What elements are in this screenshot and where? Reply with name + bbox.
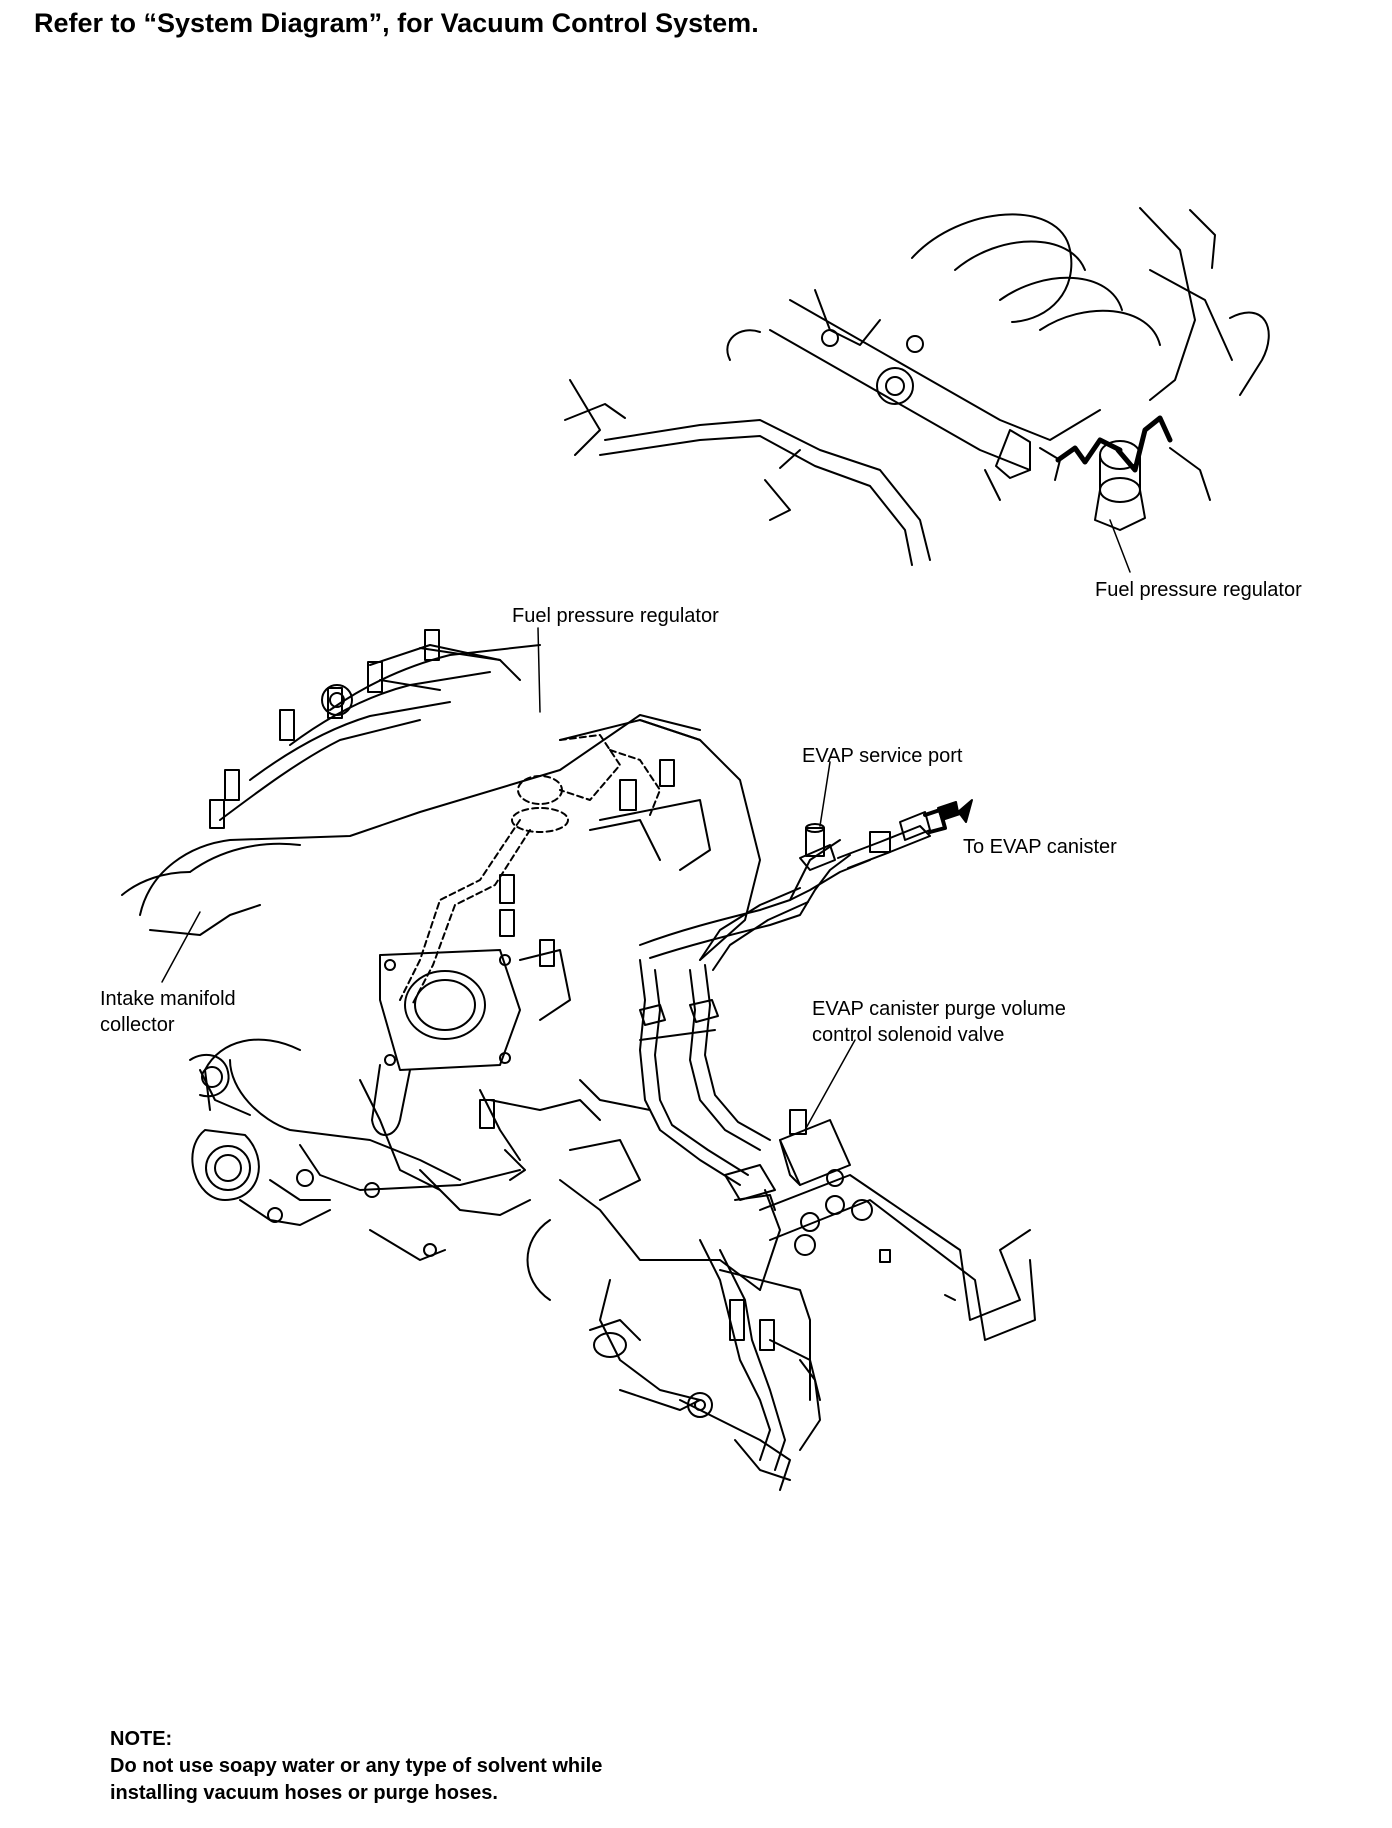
leader-lines bbox=[161, 627, 856, 1131]
note-title: NOTE: bbox=[110, 1728, 173, 1750]
note-block: NOTE: Do not use soapy water or any type… bbox=[110, 1726, 602, 1807]
purge-label-line-2: control solenoid valve bbox=[812, 1024, 1005, 1046]
fuel-pressure-regulator-label: Fuel pressure regulator bbox=[512, 605, 719, 627]
intake-label-line-2: collector bbox=[100, 1014, 175, 1036]
to-evap-canister-label: To EVAP canister bbox=[963, 836, 1117, 858]
note-line-1: Do not use soapy water or any type of so… bbox=[110, 1755, 603, 1777]
intake-manifold-collector-label: Intake manifold collector bbox=[100, 986, 236, 1038]
purge-label-line-1: EVAP canister purge volume bbox=[812, 998, 1066, 1020]
main-engine-view bbox=[121, 629, 1036, 1491]
page-heading: Refer to “System Diagram”, for Vacuum Co… bbox=[34, 8, 759, 38]
purge-solenoid-valve-label: EVAP canister purge volume control solen… bbox=[812, 996, 1066, 1048]
upper-detail-view bbox=[564, 207, 1270, 573]
fuel-pressure-regulator-detail-label: Fuel pressure regulator bbox=[1095, 579, 1302, 601]
evap-service-port-label: EVAP service port bbox=[802, 745, 963, 767]
note-line-2: installing vacuum hoses or purge hoses. bbox=[110, 1782, 498, 1804]
intake-label-line-1: Intake manifold bbox=[100, 988, 236, 1010]
